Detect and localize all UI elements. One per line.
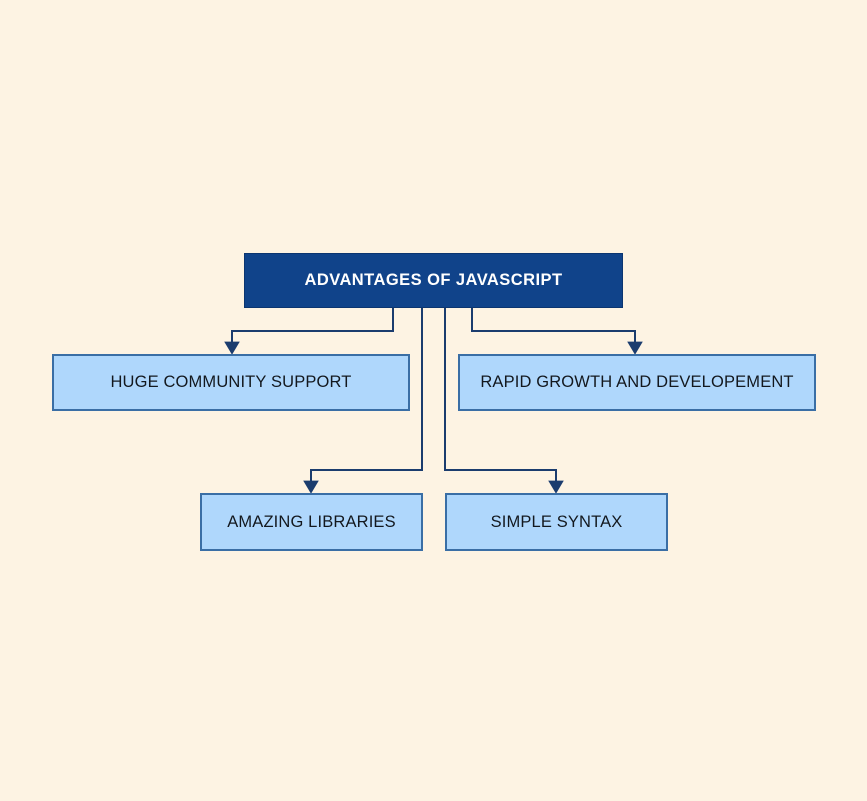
node-root-label: ADVANTAGES OF JAVASCRIPT	[304, 271, 563, 289]
node-simple-syntax[interactable]: SIMPLE SYNTAX	[445, 493, 668, 551]
node-rapid-growth-and-developement-label: RAPID GROWTH AND DEVELOPEMENT	[480, 373, 794, 391]
node-amazing-libraries[interactable]: AMAZING LIBRARIES	[200, 493, 423, 551]
connector-root-to-growth	[471, 308, 643, 355]
node-huge-community-support-label: HUGE COMMUNITY SUPPORT	[110, 373, 352, 391]
node-amazing-libraries-label: AMAZING LIBRARIES	[227, 512, 396, 531]
node-rapid-growth-and-developement[interactable]: RAPID GROWTH AND DEVELOPEMENT	[458, 354, 816, 411]
node-root-advantages[interactable]: ADVANTAGES OF JAVASCRIPT	[244, 253, 623, 308]
node-huge-community-support[interactable]: HUGE COMMUNITY SUPPORT	[52, 354, 410, 411]
connector-root-to-community	[224, 308, 394, 355]
node-simple-syntax-label: SIMPLE SYNTAX	[490, 512, 623, 531]
